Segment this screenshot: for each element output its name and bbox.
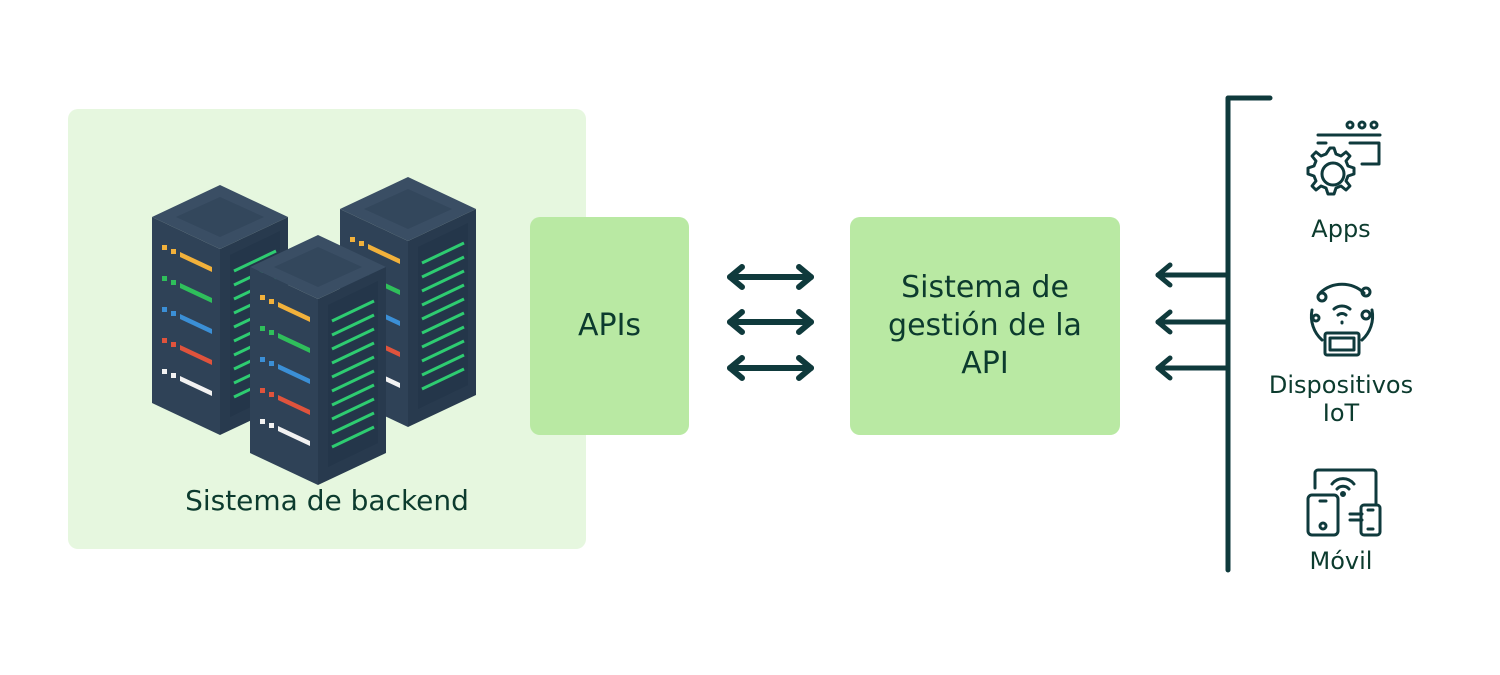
rack-vents [421,241,465,391]
apis-box: APIs [530,217,689,435]
bidirectional-arrow-icon [727,264,814,290]
bidirectional-arrow-icon [727,355,814,381]
app-gear-icon [1306,120,1382,196]
left-arrow-icon [1155,262,1231,288]
backend-system-label: Sistema de backend [185,484,469,517]
rack-leds [260,295,310,446]
bidirectional-arrow-icon [727,309,814,335]
api-management-label: Sistema de gestión de la API [888,270,1082,381]
left-arrow-icon [1155,355,1231,381]
client-label-iot-text: Dispositivos IoT [1268,371,1414,427]
client-bus-line [1225,95,1273,573]
iot-device-icon [1309,282,1375,357]
server-rack-front [250,235,386,485]
rack-vents [331,299,375,449]
client-label-mobile: Móvil [1309,547,1373,575]
api-management-box: Sistema de gestión de la API [850,217,1120,435]
client-label-apps: Apps [1311,215,1371,243]
multi-device-icon [1306,468,1382,537]
client-label-iot: Dispositivos IoT [1241,371,1441,427]
rack-leds [162,245,212,396]
left-arrow-icon [1155,309,1231,335]
apis-label: APIs [577,308,642,343]
